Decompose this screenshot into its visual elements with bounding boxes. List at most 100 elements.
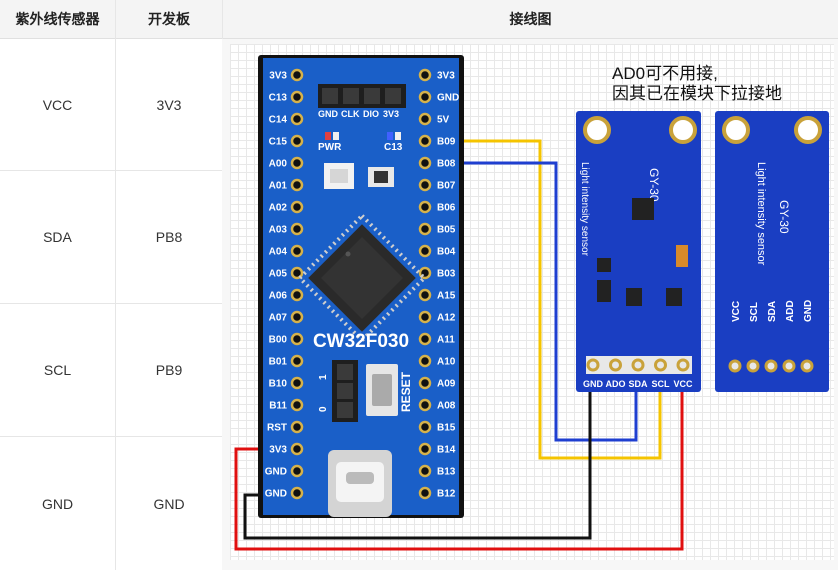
mount-hole bbox=[722, 116, 750, 144]
right-pin-pad bbox=[418, 178, 432, 192]
left-pin-pad bbox=[290, 464, 304, 478]
left-pin-label: A02 bbox=[269, 203, 288, 214]
right-pin-label: B06 bbox=[437, 203, 456, 214]
crystal-top bbox=[330, 169, 348, 183]
back-pin-pad bbox=[800, 359, 814, 373]
left-pin-label: RST bbox=[267, 423, 287, 434]
left-pin-pad bbox=[290, 112, 304, 126]
front-pin-pad bbox=[654, 358, 667, 372]
regulator-chip bbox=[374, 171, 388, 183]
front-pin-label: ADO bbox=[606, 379, 626, 389]
pwr-label: PWR bbox=[318, 142, 342, 153]
right-pin-pad bbox=[418, 200, 432, 214]
back-pin-label: VCC bbox=[731, 301, 742, 322]
right-pin-pad bbox=[418, 288, 432, 302]
row-1-board: 3V3 bbox=[156, 96, 182, 113]
left-pin-pad bbox=[290, 90, 304, 104]
back-subtitle: Light intensity sensor bbox=[755, 162, 767, 266]
left-pin-label: 3V3 bbox=[269, 445, 287, 456]
c13-led bbox=[387, 132, 393, 140]
cw32-board: 3V3C13C14C15A00A01A02A03A04A05A06A07B00B… bbox=[258, 55, 464, 518]
row-4-board: GND bbox=[153, 495, 185, 512]
back-pin-label: SCL bbox=[749, 302, 760, 322]
front-pin-pad bbox=[586, 358, 600, 372]
left-pin-pad bbox=[290, 178, 304, 192]
left-pin-label: 3V3 bbox=[269, 71, 287, 82]
right-pin-label: B04 bbox=[437, 247, 456, 258]
right-pin-label: B09 bbox=[437, 137, 456, 148]
row-divider bbox=[0, 436, 222, 437]
back-pin-pad bbox=[764, 359, 778, 373]
left-pin-label: A00 bbox=[269, 159, 288, 170]
smd-component bbox=[597, 280, 611, 302]
usb-c-connector bbox=[328, 450, 392, 517]
right-pin-label: B07 bbox=[437, 181, 456, 192]
right-pin-pad bbox=[418, 398, 432, 412]
right-pin-pad bbox=[418, 310, 432, 324]
right-pin-pad bbox=[418, 332, 432, 346]
wires bbox=[234, 139, 684, 551]
left-pin-pad bbox=[290, 376, 304, 390]
left-pin-label: A04 bbox=[269, 247, 288, 258]
back-pin-pad bbox=[782, 359, 796, 373]
note-line-1: AD0可不用接, bbox=[612, 64, 718, 83]
left-pin-pad bbox=[290, 288, 304, 302]
capacitor bbox=[676, 245, 688, 267]
left-pin-pad bbox=[290, 200, 304, 214]
right-pin-label: B05 bbox=[437, 225, 456, 236]
mcu-pins bbox=[296, 212, 428, 344]
row-3-sensor: SCL bbox=[43, 362, 72, 378]
back-pin-label: SDA bbox=[767, 301, 778, 322]
left-pin-label: B10 bbox=[269, 379, 288, 390]
header-diagram: 接线图 bbox=[223, 0, 838, 39]
left-pin-pad bbox=[290, 156, 304, 170]
boot-jumper: 1 0 bbox=[318, 360, 358, 422]
mcu-chip bbox=[296, 212, 428, 344]
wire-black-gnd bbox=[243, 382, 592, 540]
swd-label-clk: CLK bbox=[341, 109, 360, 119]
swd-label-dio: DIO bbox=[363, 109, 379, 119]
right-pin-pad bbox=[418, 112, 432, 126]
right-pin-label: B08 bbox=[437, 159, 456, 170]
swd-label-gnd: GND bbox=[318, 109, 339, 119]
reset-button: RESET bbox=[366, 364, 413, 416]
back-pin-pad bbox=[728, 359, 742, 373]
left-pin-label: GND bbox=[265, 467, 287, 478]
right-pin-pad bbox=[418, 420, 432, 434]
header-sensor: 紫外线传感器 bbox=[0, 0, 115, 39]
c13-label: C13 bbox=[384, 142, 403, 153]
right-pin-label: A15 bbox=[437, 291, 456, 302]
mount-hole bbox=[583, 116, 611, 144]
front-pin-label: VCC bbox=[673, 379, 693, 389]
c13-led-pad bbox=[395, 132, 401, 140]
row-4-sensor: GND bbox=[41, 495, 74, 512]
front-subtitle: Light intensity sensor bbox=[579, 162, 590, 257]
left-pin-label: C13 bbox=[269, 93, 288, 104]
row-2-board: PB8 bbox=[155, 229, 183, 245]
back-pin-label: GND bbox=[803, 300, 814, 322]
front-pin-pad bbox=[609, 358, 622, 372]
right-pin-pad bbox=[418, 90, 432, 104]
mount-hole bbox=[794, 116, 822, 144]
front-pin-label: GND bbox=[583, 379, 604, 389]
right-pin-label: A11 bbox=[437, 335, 455, 346]
left-pin-pad bbox=[290, 442, 304, 456]
right-pin-label: A10 bbox=[437, 357, 456, 368]
row-divider bbox=[0, 303, 222, 304]
right-pin-pad bbox=[418, 464, 432, 478]
header-board: 开发板 bbox=[116, 0, 222, 39]
right-pin-label: B15 bbox=[437, 423, 456, 434]
column-divider bbox=[115, 0, 116, 570]
left-pin-label: GND bbox=[265, 489, 287, 500]
right-pin-pad bbox=[418, 376, 432, 390]
right-pin-pad bbox=[418, 222, 432, 236]
left-pin-pad bbox=[290, 134, 304, 148]
pwr-led-pad bbox=[333, 132, 339, 140]
right-pin-label: A09 bbox=[437, 379, 456, 390]
right-pin-pad bbox=[418, 156, 432, 170]
left-pin-pad bbox=[290, 244, 304, 258]
left-pin-label: B11 bbox=[269, 401, 287, 412]
right-pin-label: GND bbox=[437, 93, 459, 104]
